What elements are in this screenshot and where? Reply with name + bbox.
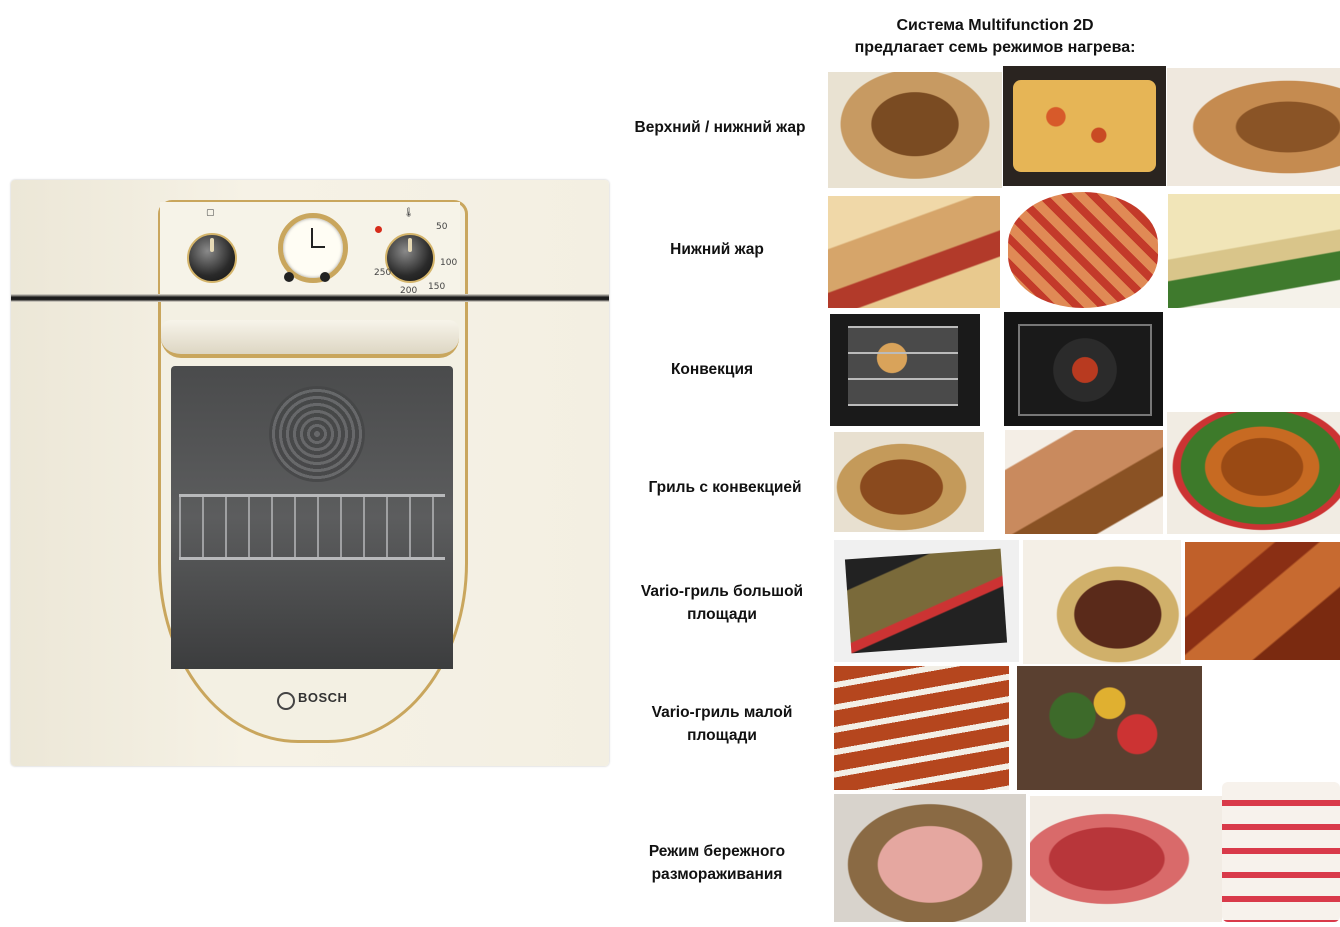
mode-label-vario-grill-large: Vario-гриль большой площади	[612, 580, 832, 626]
mode-label-vario-grill-small: Vario-гриль малой площади	[612, 701, 832, 747]
heading-line-1: Система Multifunction 2D	[896, 17, 1094, 34]
photo-grilled-vegetables	[1017, 666, 1202, 790]
mode-label-top-bottom-heat: Верхний / нижний жар	[612, 116, 828, 139]
clock-icon	[278, 213, 348, 283]
mode-label-line: Vario-гриль большой	[640, 583, 804, 600]
oven-top-bar	[11, 294, 609, 302]
bosch-logo-icon	[277, 692, 295, 710]
photo-lattice-pie	[1008, 192, 1158, 308]
photo-roast-duck	[834, 432, 984, 532]
oven-rack	[179, 494, 445, 560]
mode-label-line: площади	[687, 606, 757, 623]
clock-foot-left	[284, 272, 294, 282]
temp-label-150: 150	[428, 282, 446, 292]
control-panel: ▢ 🌡 100 50 150 200 250	[160, 202, 460, 296]
clock-foot-right	[320, 272, 330, 282]
photo-casserole	[1003, 66, 1166, 186]
temp-label-100: 100	[440, 258, 458, 268]
photo-steak	[1023, 540, 1181, 664]
photo-meat-roll	[828, 196, 1000, 308]
temperature-knob	[385, 233, 435, 283]
mode-label-bottom-heat: Нижний жар	[612, 238, 822, 261]
mode-label-line: Конвекция	[670, 361, 754, 378]
mode-icon: ▢	[206, 208, 215, 218]
brand-label: BOSCH	[298, 690, 348, 705]
mode-label-line: размораживания	[651, 866, 783, 883]
door-handle	[161, 320, 459, 358]
photo-oven-convection	[1004, 312, 1163, 426]
photo-raw-pork	[834, 794, 1026, 922]
photo-berry-cake	[1222, 782, 1340, 922]
fan-icon	[269, 386, 365, 482]
oven-window	[171, 366, 453, 669]
temp-label-200: 200	[400, 286, 418, 296]
oven-image: ▢ 🌡 100 50 150 200 250 BOSCH	[11, 180, 609, 766]
photo-roast-turkey	[1167, 412, 1340, 534]
photo-oven-racks	[830, 314, 980, 426]
photo-sliced-roast	[1005, 430, 1163, 534]
mode-label-line: Vario-гриль малой	[651, 704, 793, 721]
photo-grilled-fish	[834, 540, 1019, 662]
indicator-light	[375, 226, 382, 233]
photo-sausages	[1185, 542, 1340, 660]
photo-grilled-sausages	[834, 666, 1009, 790]
mode-label-line: Гриль с конвекцией	[648, 479, 802, 496]
heading-line-2: предлагает семь режимов нагрева:	[854, 39, 1136, 56]
photo-bread	[1167, 68, 1340, 186]
thermometer-icon: 🌡	[403, 208, 415, 218]
mode-label-line: площади	[687, 727, 757, 744]
temp-label-250: 250	[374, 268, 392, 278]
photo-savory-pie	[1168, 194, 1340, 308]
photo-raw-meat	[1030, 796, 1222, 922]
mode-label-convection: Конвекция	[612, 358, 812, 381]
mode-label-line: Нижний жар	[670, 241, 764, 258]
mode-label-line: Режим бережного	[648, 843, 786, 860]
mode-label-gentle-defrost: Режим бережного размораживания	[612, 840, 822, 886]
page-heading: Система Multifunction 2D предлагает семь…	[780, 15, 1210, 59]
mode-knob	[187, 233, 237, 283]
photo-stew-pot	[828, 72, 1002, 188]
mode-label-line: Верхний / нижний жар	[634, 119, 806, 136]
mode-label-grill-convection: Гриль с конвекцией	[620, 476, 830, 499]
temp-label-50: 50	[436, 222, 448, 232]
